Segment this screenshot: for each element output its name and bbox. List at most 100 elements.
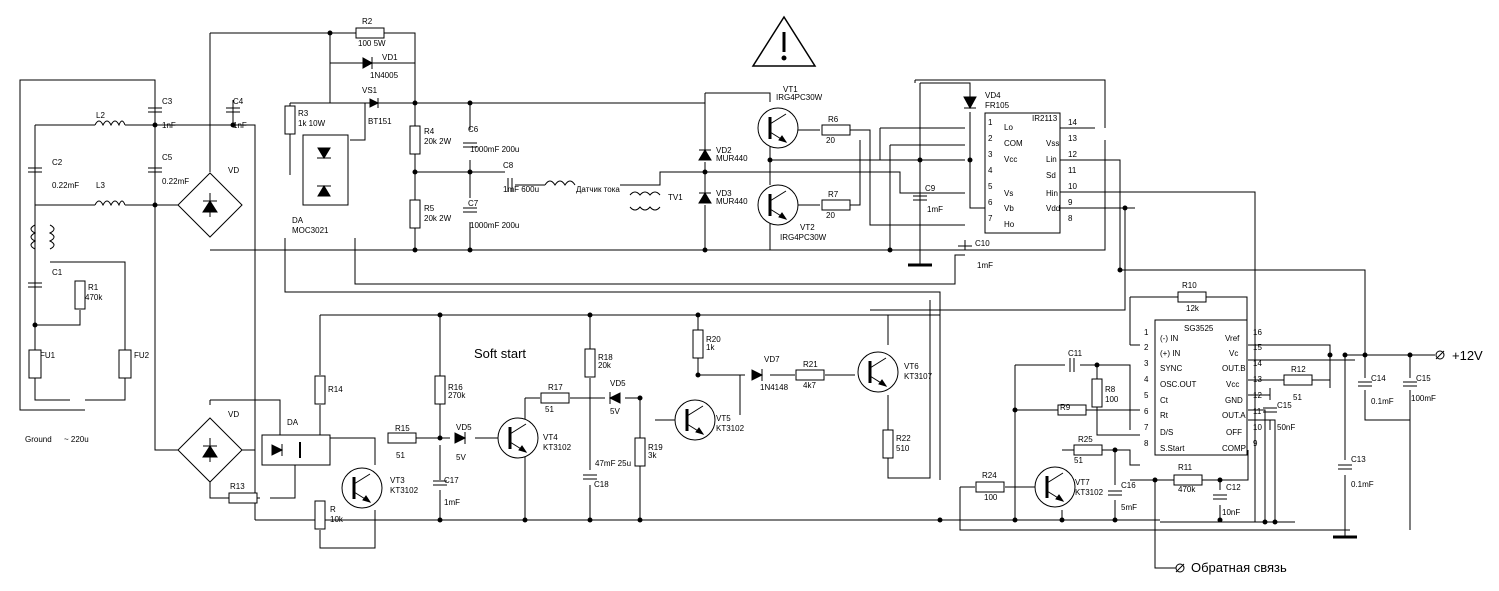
label-r18: R18 bbox=[598, 353, 613, 362]
label-r19: R19 bbox=[648, 443, 663, 452]
sg-pin-9-num: 9 bbox=[1253, 439, 1258, 448]
sg-pin-6-name: Rt bbox=[1160, 411, 1169, 420]
components bbox=[27, 27, 1445, 573]
label-vt6: VT6 bbox=[904, 362, 919, 371]
sg-pin-12-name: GND bbox=[1225, 396, 1243, 405]
sg-pin-8-name: S.Start bbox=[1160, 444, 1185, 453]
label-c5-value: 0.22mF bbox=[162, 177, 189, 186]
sg-pin-10-num: 10 bbox=[1253, 423, 1262, 432]
sg-pin-9-name: COMP bbox=[1222, 444, 1246, 453]
sg-pin-5-name: Ct bbox=[1160, 396, 1169, 405]
label-r22: R22 bbox=[896, 434, 911, 443]
ir-pin-11-name: Sd bbox=[1046, 171, 1056, 180]
label-vd-bridge-2: VD bbox=[228, 410, 239, 419]
label-r1: R1 bbox=[88, 283, 99, 292]
label-l2: L2 bbox=[96, 111, 105, 120]
label-r11-value: 470k bbox=[1178, 485, 1196, 494]
label-c3-value: 1nF bbox=[162, 121, 176, 130]
label-r22-value: 510 bbox=[896, 444, 910, 453]
label-c15a: C15 bbox=[1277, 401, 1292, 410]
sg-pin-8-num: 8 bbox=[1144, 439, 1149, 448]
label-da1-value: MOC3021 bbox=[292, 226, 329, 235]
ir-pin-8-num: 8 bbox=[1068, 214, 1073, 223]
sg-pin-4-num: 4 bbox=[1144, 375, 1149, 384]
label-vt3: VT3 bbox=[390, 476, 405, 485]
label-vt4-value: KT3102 bbox=[543, 443, 572, 452]
label-c4: C4 bbox=[233, 97, 244, 106]
label-r8-value: 100 bbox=[1105, 395, 1119, 404]
label-r10-value: 12k bbox=[1186, 304, 1200, 313]
label-vd1-value: 1N4005 bbox=[370, 71, 399, 80]
ir-pin-3-name: Vcc bbox=[1004, 155, 1017, 164]
label-r15-value: 51 bbox=[396, 451, 405, 460]
label-r-value: 10k bbox=[330, 515, 344, 524]
label-vt1-value: IRG4PC30W bbox=[776, 93, 823, 102]
sg-pin-14-num: 14 bbox=[1253, 359, 1262, 368]
label-c13-value: 0.1mF bbox=[1351, 480, 1374, 489]
sg-pin-13-name: Vcc bbox=[1226, 380, 1239, 389]
label-r3: R3 bbox=[298, 109, 309, 118]
label-vd3: VD3 bbox=[716, 189, 732, 198]
label-c6-value: 1000mF 200u bbox=[470, 145, 519, 154]
label-c7: C7 bbox=[468, 199, 479, 208]
label-soft-start: Soft start bbox=[474, 346, 526, 361]
label-r4: R4 bbox=[424, 127, 435, 136]
label-r: R bbox=[330, 505, 336, 514]
label-vt5-value: KT3102 bbox=[716, 424, 745, 433]
label-vd-bridge-1: VD bbox=[228, 166, 239, 175]
ir-pin-1-name: Lo bbox=[1004, 123, 1013, 132]
label-c10-value: 1mF bbox=[977, 261, 993, 270]
label-vt2: VT2 bbox=[800, 223, 815, 232]
label-vd5b-value: 5V bbox=[610, 407, 620, 416]
sg-pin-11-num: 11 bbox=[1253, 407, 1262, 416]
label-c7-value: 1000mF 200u bbox=[470, 221, 519, 230]
sg-pin-7-name: D/S bbox=[1160, 428, 1173, 437]
label-r5: R5 bbox=[424, 204, 435, 213]
sg-pin-16-num: 16 bbox=[1253, 328, 1262, 337]
label-c4-value: 1nF bbox=[233, 121, 247, 130]
ir-pin-11-num: 11 bbox=[1068, 166, 1077, 175]
label-r25-value: 51 bbox=[1074, 456, 1083, 465]
label-c9-value: 1mF bbox=[927, 205, 943, 214]
label-r16-value: 270k bbox=[448, 391, 466, 400]
label-c16-value: 5mF bbox=[1121, 503, 1137, 512]
label-r21: R21 bbox=[803, 360, 818, 369]
label-vd2-value: MUR440 bbox=[716, 154, 748, 163]
label-c2: C2 bbox=[52, 158, 63, 167]
ir-pin-9-num: 9 bbox=[1068, 198, 1073, 207]
label-r12-value: 51 bbox=[1293, 393, 1302, 402]
label-r7: R7 bbox=[828, 190, 839, 199]
label-r6: R6 bbox=[828, 115, 839, 124]
sg-pin-3-name: SYNC bbox=[1160, 364, 1182, 373]
sg-pin-14-name: OUT.B bbox=[1222, 364, 1246, 373]
label-r24-value: 100 bbox=[984, 493, 998, 502]
ir-pin-6-name: Vb bbox=[1004, 204, 1014, 213]
label-c5: C5 bbox=[162, 153, 173, 162]
label-vt5: VT5 bbox=[716, 414, 731, 423]
ir-pin-1-num: 1 bbox=[988, 118, 993, 127]
label-c2-value: 0.22mF bbox=[52, 181, 79, 190]
label-vt7: VT7 bbox=[1075, 478, 1090, 487]
label-vt7-value: KT3102 bbox=[1075, 488, 1104, 497]
label-c17: C17 bbox=[444, 476, 459, 485]
label-r2-value: 100 5W bbox=[358, 39, 386, 48]
label-ir2113: IR2113 bbox=[1032, 114, 1058, 123]
label-c8-value: 1mF 600u bbox=[503, 185, 539, 194]
label-da2: DA bbox=[287, 418, 299, 427]
label-ac-input: ~ 220u bbox=[64, 435, 89, 444]
label-c15a-value: 50nF bbox=[1277, 423, 1295, 432]
label-vt4: VT4 bbox=[543, 433, 558, 442]
sg-pin-10-name: OFF bbox=[1226, 428, 1242, 437]
sg-pin-15-name: Vc bbox=[1229, 349, 1238, 358]
sg-pin-1-num: 1 bbox=[1144, 328, 1149, 337]
label-r15: R15 bbox=[395, 424, 410, 433]
label-r13: R13 bbox=[230, 482, 245, 491]
label-l3: L3 bbox=[96, 181, 105, 190]
sg-pin-4-name: OSC.OUT bbox=[1160, 380, 1197, 389]
label-fu1: FU1 bbox=[40, 351, 56, 360]
warning-triangle-icon bbox=[751, 15, 817, 67]
ir-pin-12-num: 12 bbox=[1068, 150, 1077, 159]
label-r2: R2 bbox=[362, 17, 373, 26]
ir-pin-3-num: 3 bbox=[988, 150, 993, 159]
